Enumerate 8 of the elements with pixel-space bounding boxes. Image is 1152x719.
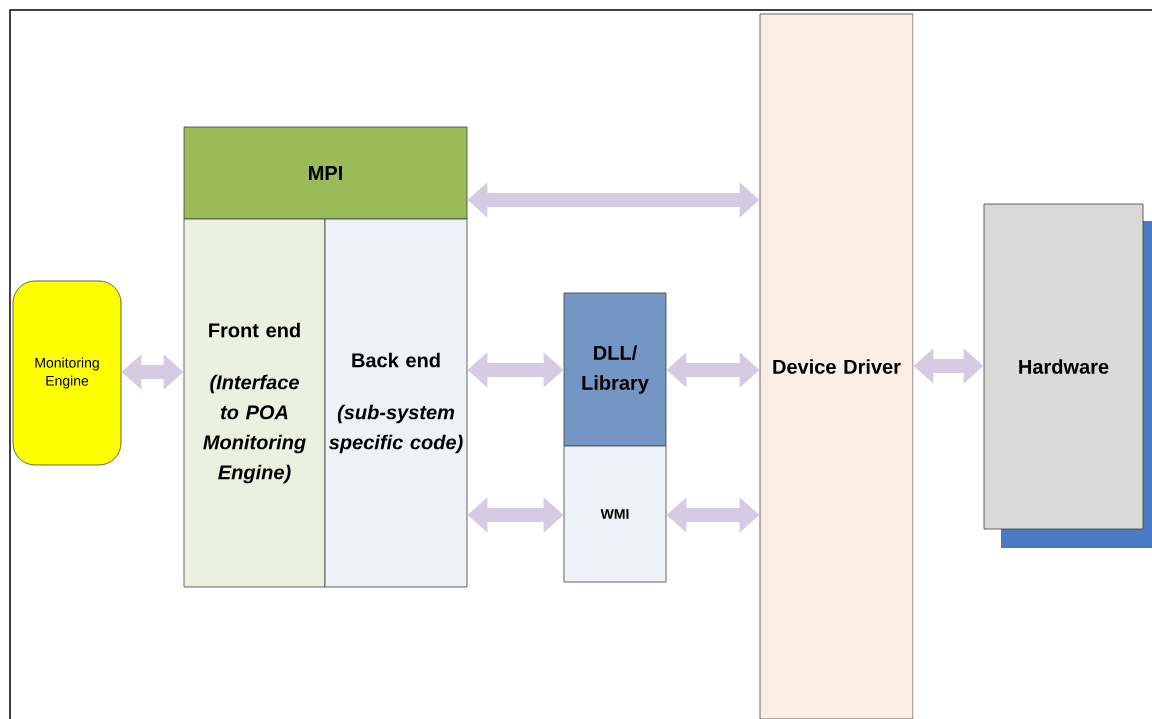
module-box: Back end (sub-system specific code) bbox=[324, 218, 468, 588]
module-box: WMI bbox=[563, 445, 667, 583]
hardware-box: Hardware bbox=[983, 203, 1144, 530]
header-box: MPI bbox=[183, 126, 468, 220]
engine-box: Monitoring Engine bbox=[12, 280, 122, 466]
driver-band: Device Driver bbox=[759, 13, 914, 719]
library-box: DLL/ Library bbox=[563, 292, 667, 447]
module-box: Front end (Interface to POA Monitoring Engine) bbox=[183, 218, 326, 588]
